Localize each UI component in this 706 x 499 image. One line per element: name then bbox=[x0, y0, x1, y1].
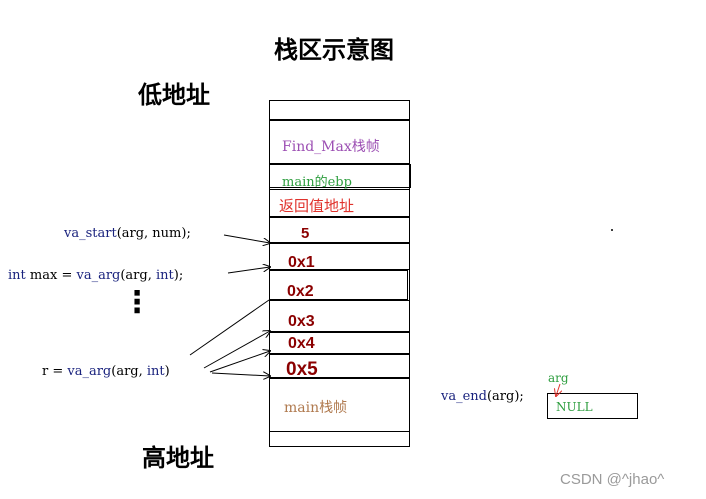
arg-null-value: NULL bbox=[556, 400, 593, 414]
r-arrow-3 bbox=[209, 351, 270, 373]
low-address-label: 低地址 bbox=[138, 81, 210, 109]
arg-null-box bbox=[547, 393, 638, 419]
va-end-args: (arg); bbox=[486, 389, 524, 404]
stack-cell-return-address-label: 返回值地址 bbox=[279, 197, 355, 215]
stack-cell-0x4 bbox=[269, 332, 410, 354]
va-arg-close-2: ) bbox=[164, 364, 170, 379]
stack-cell-return-address bbox=[269, 189, 410, 217]
stack-cell-0x1 bbox=[269, 243, 410, 270]
stack-cell-0x2 bbox=[269, 270, 408, 300]
stack-cell-main-ebp bbox=[269, 164, 411, 188]
va-arg-args-2: (arg, bbox=[111, 364, 147, 379]
high-address-label: 高地址 bbox=[142, 444, 214, 472]
stack-cell-0x5 bbox=[269, 354, 410, 378]
va-arg-fn-2: va_arg bbox=[67, 364, 112, 379]
stack-cell-5-label: 5 bbox=[301, 225, 310, 242]
va-start-args: (arg, num); bbox=[116, 226, 191, 241]
stack-cell-0x3-label: 0x3 bbox=[288, 313, 315, 330]
va-end-code: va_end(arg); bbox=[441, 389, 524, 404]
r-arrow-4 bbox=[211, 373, 270, 376]
max-arrow bbox=[227, 267, 270, 274]
max-decl: max = bbox=[25, 268, 77, 283]
watermark: CSDN @^jhao^ bbox=[560, 471, 665, 488]
arg-label: arg bbox=[548, 371, 569, 385]
stack-cell-find-max-frame-label: Find_Max栈帧 bbox=[282, 139, 380, 155]
diagram-title: 栈区示意图 bbox=[274, 36, 394, 64]
r-va-arg-code: r = va_arg(arg, int) bbox=[42, 364, 170, 379]
stack-cell-5 bbox=[269, 217, 410, 243]
stack-cell-0x3 bbox=[269, 300, 410, 332]
stack-cell-0x2-label: 0x2 bbox=[287, 283, 314, 300]
stack-cell-main-frame bbox=[269, 378, 410, 432]
arg-null-arrow bbox=[556, 383, 560, 396]
va-start-fn: va_start bbox=[64, 226, 117, 241]
va-start-code: va_start(arg, num); bbox=[64, 226, 191, 241]
r-arrow-1 bbox=[189, 299, 270, 356]
int-keyword-3: int bbox=[146, 364, 165, 379]
stack-cell-0x5-label: 0x5 bbox=[286, 359, 318, 380]
r-arrow-2 bbox=[203, 331, 270, 369]
stack-cell-main-frame-label: main栈帧 bbox=[284, 400, 348, 416]
va-start-arrow bbox=[223, 234, 270, 243]
va-end-fn: va_end bbox=[441, 389, 487, 404]
r-assign: r = bbox=[42, 364, 68, 379]
stack-top-cell bbox=[269, 100, 410, 120]
int-keyword-2: int bbox=[155, 268, 174, 283]
stack-cell-0x1-label: 0x1 bbox=[288, 254, 315, 271]
stack-cell-main-ebp-label: main的ebp bbox=[282, 175, 352, 190]
stack-cell-0x4-label: 0x4 bbox=[288, 335, 315, 352]
stack-cell-find-max-frame bbox=[269, 120, 410, 164]
stray-dot bbox=[611, 229, 613, 231]
int-keyword: int bbox=[8, 268, 26, 283]
va-arg-fn: va_arg bbox=[76, 268, 121, 283]
va-arg-close: ); bbox=[173, 268, 184, 283]
max-va-arg-code: int max = va_arg(arg, int); bbox=[8, 268, 183, 283]
va-arg-args: (arg, bbox=[120, 268, 156, 283]
